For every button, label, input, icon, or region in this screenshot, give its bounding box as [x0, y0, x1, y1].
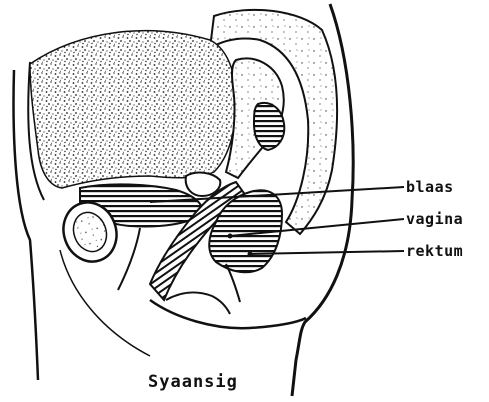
buttock-curve: [150, 300, 306, 328]
figure-caption: Syaansig: [148, 372, 238, 392]
leader-dot-vagina: [228, 234, 233, 239]
sigmoid-colon: [254, 103, 284, 150]
intestines: [30, 31, 236, 188]
perineum: [166, 293, 230, 314]
urethra: [118, 228, 140, 290]
label-rectum: rektum: [406, 244, 463, 259]
label-vagina: vagina: [406, 212, 463, 227]
label-bladder: blaas: [406, 180, 454, 195]
leader-dot-rectum: [248, 252, 253, 257]
thigh-line: [60, 250, 150, 356]
